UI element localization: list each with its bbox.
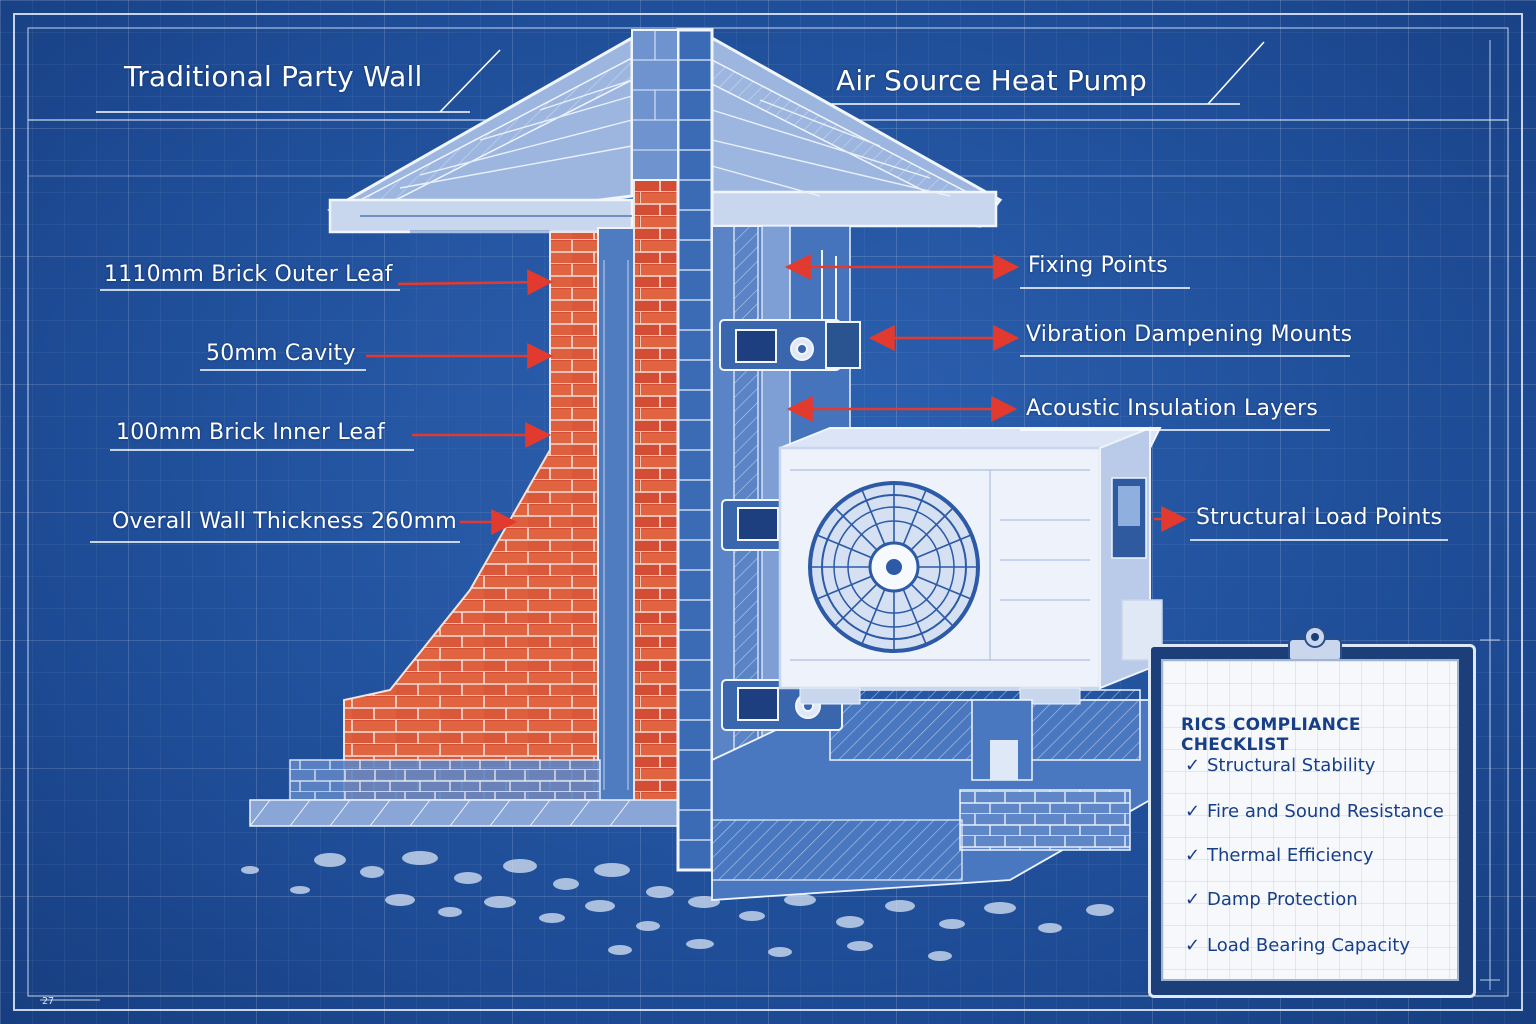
callout-inner-leaf: 100mm Brick Inner Leaf — [116, 420, 385, 445]
left-brick-wall — [249, 175, 681, 827]
callout-wall-thickness: Overall Wall Thickness 260mm — [112, 509, 457, 534]
callout-vibration-mounts: Vibration Dampening Mounts — [1026, 322, 1353, 347]
corner-note: 27 — [42, 996, 55, 1007]
clipboard-clip-icon — [1288, 626, 1342, 661]
check-icon: ✓ — [1185, 889, 1201, 910]
left-title: Traditional Party Wall — [124, 60, 423, 93]
callout-fixing-points: Fixing Points — [1028, 253, 1168, 278]
checklist-item: ✓Structural Stability — [1185, 755, 1376, 776]
callout-cavity: 50mm Cavity — [206, 341, 356, 366]
right-title: Air Source Heat Pump — [836, 64, 1147, 97]
checklist-item: ✓Load Bearing Capacity — [1185, 935, 1410, 956]
callout-outer-leaf: 1110mm Brick Outer Leaf — [104, 262, 393, 287]
check-icon: ✓ — [1185, 801, 1201, 822]
right-callout-lines — [784, 254, 1448, 541]
checklist-item: ✓Damp Protection — [1185, 889, 1358, 910]
compliance-clipboard: RICS COMPLIANCE CHECKLIST ✓Structural St… — [1148, 626, 1476, 998]
callout-acoustic-insulation: Acoustic Insulation Layers — [1026, 396, 1319, 421]
checklist-item: ✓Fire and Sound Resistance — [1185, 801, 1444, 822]
check-icon: ✓ — [1185, 755, 1201, 776]
checklist-item: ✓Thermal Efficiency — [1185, 845, 1374, 866]
left-callout-lines — [90, 269, 554, 543]
checklist-sheet: RICS COMPLIANCE CHECKLIST ✓Structural St… — [1161, 659, 1459, 981]
check-icon: ✓ — [1185, 845, 1201, 866]
dimension-lines — [40, 40, 1500, 1001]
ground-rubble — [241, 851, 1114, 961]
party-wall-column — [631, 28, 714, 872]
left-roof — [327, 35, 634, 234]
checklist-title: RICS COMPLIANCE CHECKLIST — [1181, 715, 1361, 755]
title-decor — [96, 41, 1265, 113]
callout-structural-load-points: Structural Load Points — [1196, 505, 1443, 530]
fan-icon — [808, 481, 980, 653]
check-icon: ✓ — [1185, 935, 1201, 956]
